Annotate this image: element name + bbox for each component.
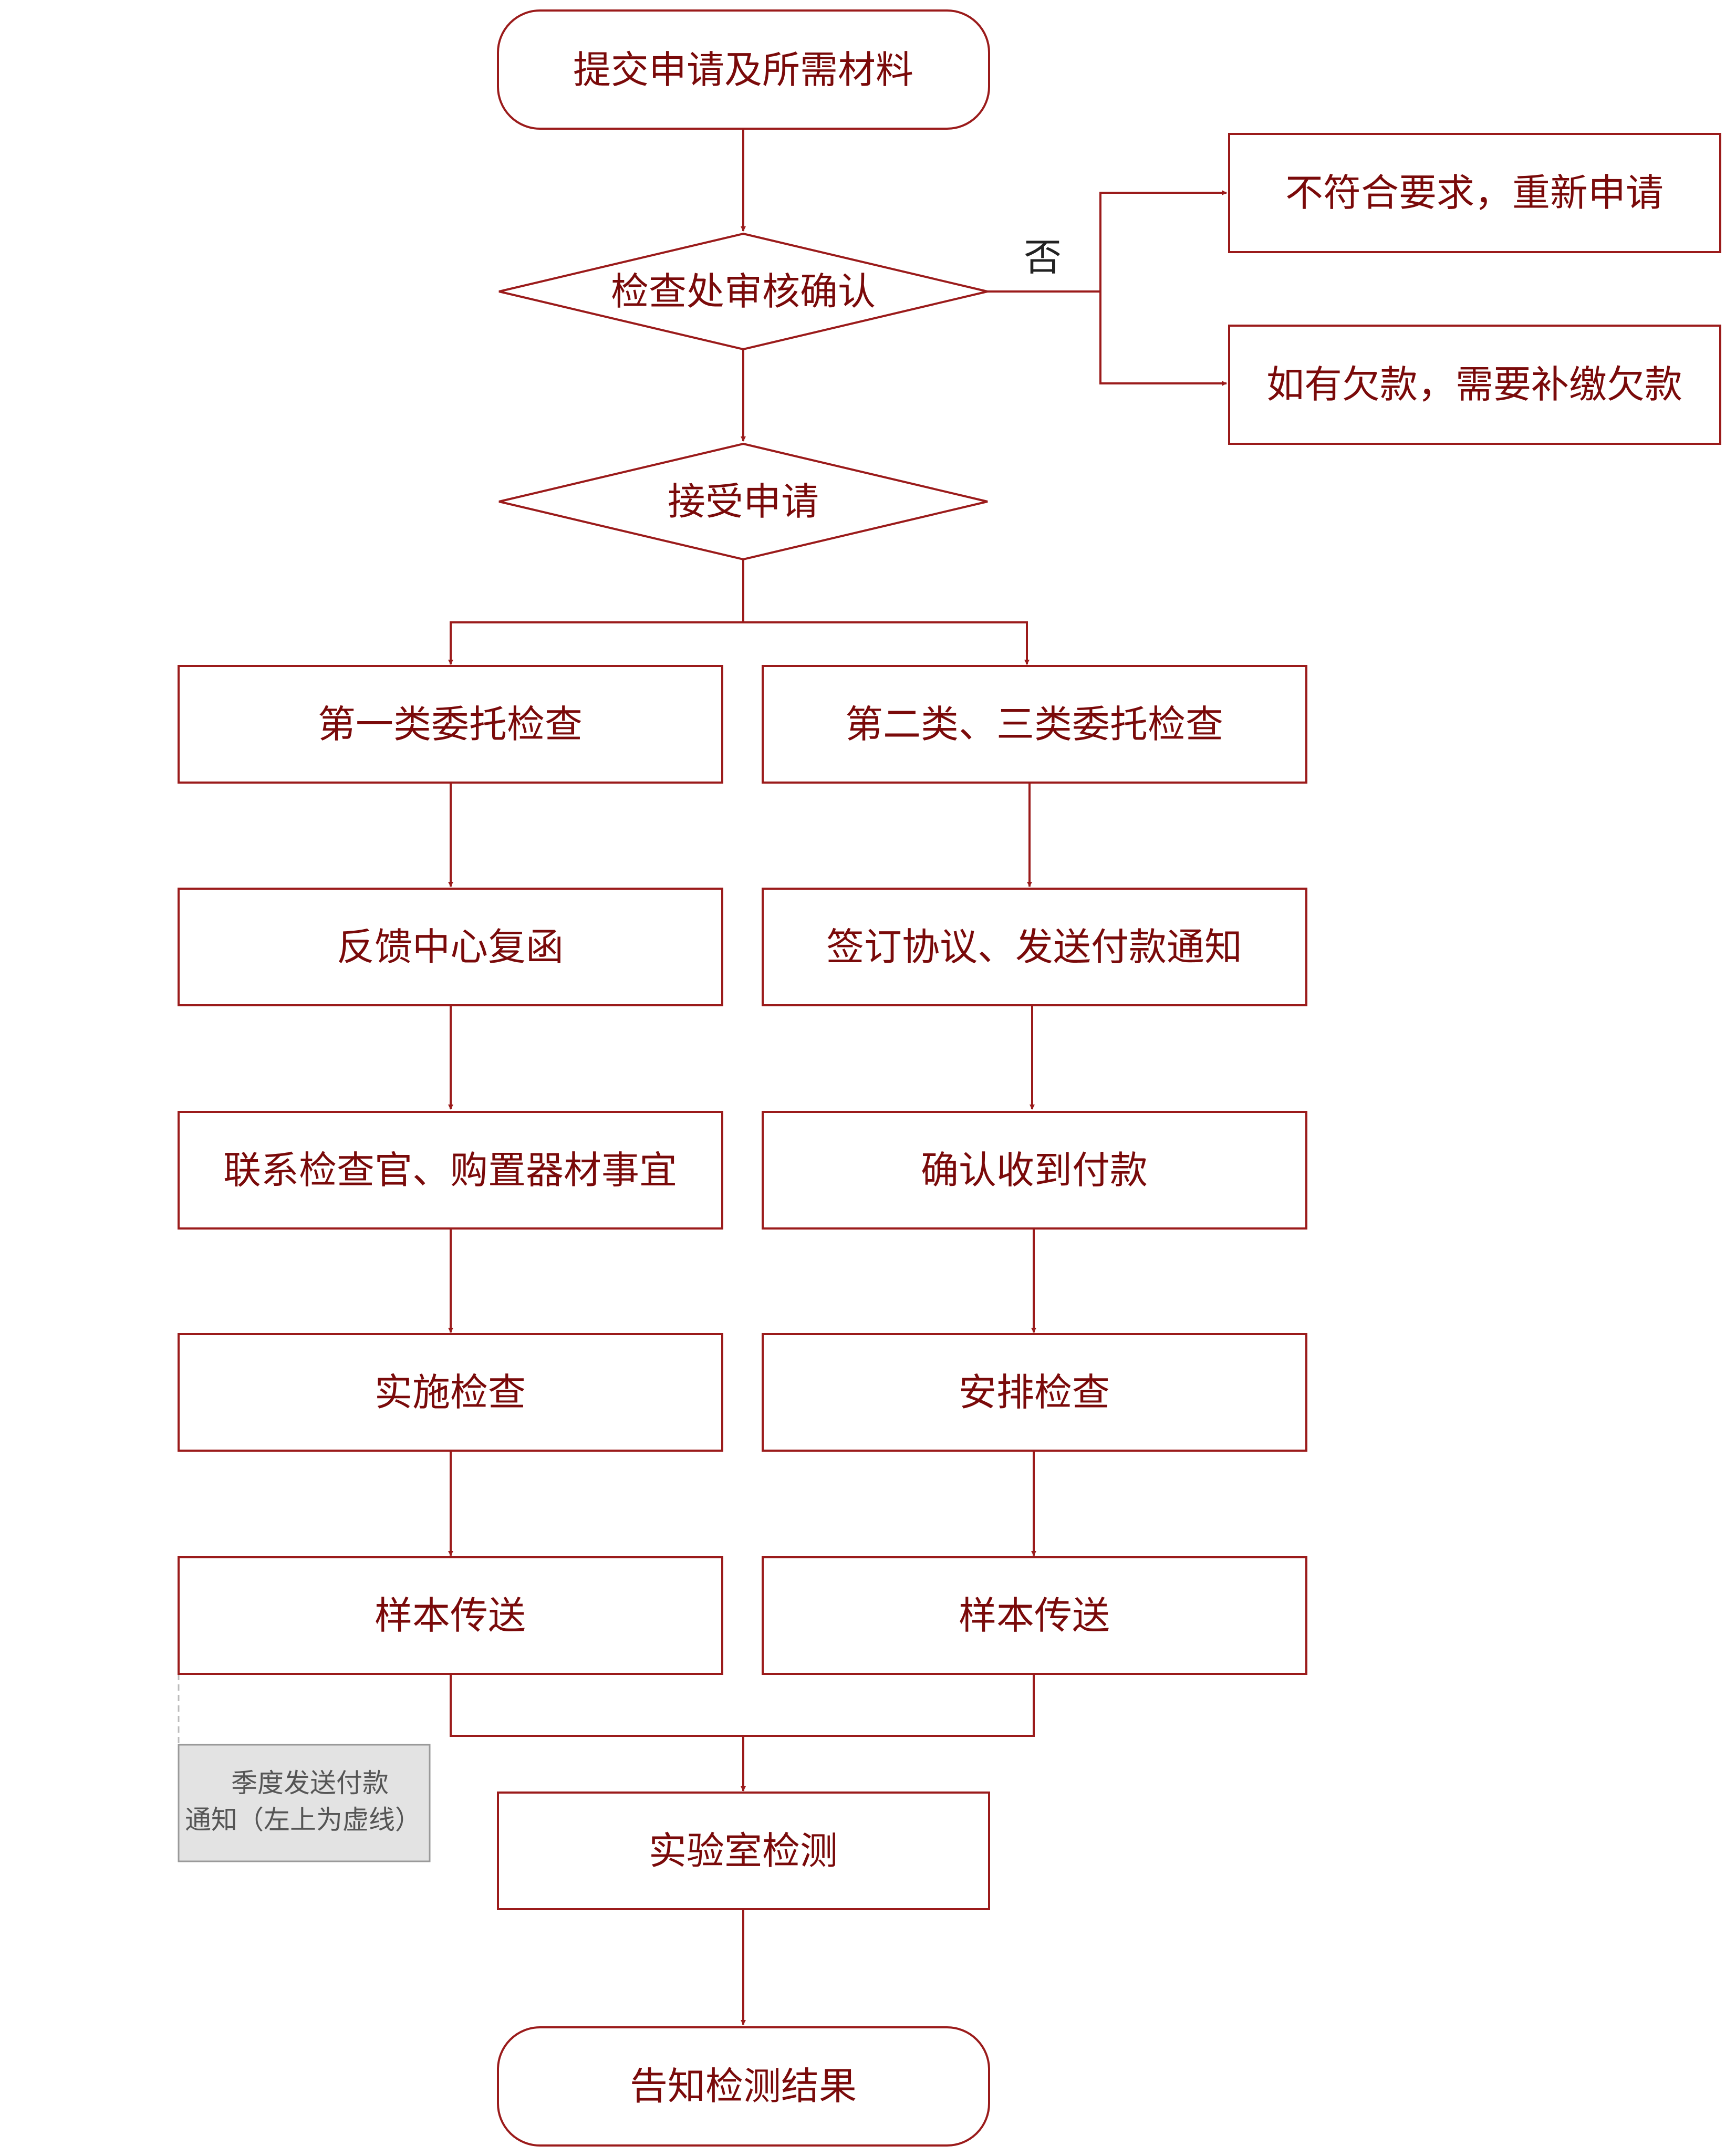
node-right-4 bbox=[762, 1333, 1307, 1452]
node-accept-label: 接受申请 bbox=[668, 480, 819, 524]
node-accept bbox=[498, 442, 988, 561]
edge-merge bbox=[450, 1674, 1035, 1737]
node-left-5-label: 样本传送 bbox=[375, 1593, 526, 1638]
node-start-label: 提交申请及所需材料 bbox=[573, 48, 913, 92]
edge-split-left bbox=[448, 621, 743, 665]
node-left-3-label: 联系检查官、购置器材事宜 bbox=[223, 1148, 677, 1192]
node-reject2-label: 如有欠款，需要补缴欠款 bbox=[1266, 362, 1682, 407]
node-lab bbox=[497, 1792, 990, 1910]
note-box bbox=[178, 1744, 431, 1862]
node-left-2-label: 反馈中心复函 bbox=[337, 925, 564, 969]
node-review-label: 检查处审核确认 bbox=[611, 269, 876, 314]
node-right-2 bbox=[762, 888, 1307, 1006]
edge-label-no: 否 bbox=[1024, 235, 1062, 279]
note-line2: 通知（左上为虚线） bbox=[185, 1805, 421, 1835]
node-right-5 bbox=[762, 1556, 1307, 1675]
node-left-4-label: 实施检查 bbox=[375, 1370, 526, 1414]
node-review bbox=[498, 232, 988, 351]
node-lab-label: 实验室检测 bbox=[649, 1829, 838, 1873]
edge-review-reject2 bbox=[1099, 291, 1227, 386]
node-reject1-label: 不符合要求，重新申请 bbox=[1285, 171, 1664, 215]
node-end-label: 告知检测结果 bbox=[630, 2064, 857, 2108]
node-left-2 bbox=[178, 888, 723, 1006]
node-end bbox=[497, 2026, 990, 2147]
node-left-3 bbox=[178, 1111, 723, 1230]
node-right-4-label: 安排检查 bbox=[959, 1370, 1110, 1414]
node-start bbox=[497, 9, 990, 130]
node-left-1 bbox=[178, 665, 723, 784]
node-right-3 bbox=[762, 1111, 1307, 1230]
node-left-5 bbox=[178, 1556, 723, 1675]
node-right-5-label: 样本传送 bbox=[959, 1593, 1110, 1638]
node-right-1-label: 第二类、三类委托检查 bbox=[845, 702, 1223, 746]
node-left-4 bbox=[178, 1333, 723, 1452]
node-right-2-label: 签订协议、发送付款通知 bbox=[826, 925, 1242, 969]
node-reject1 bbox=[1228, 133, 1721, 253]
node-reject2 bbox=[1228, 325, 1721, 445]
note-line1: 季度发送付款 bbox=[231, 1768, 389, 1798]
edge-split-right bbox=[743, 621, 1030, 665]
edge-review-reject1 bbox=[987, 190, 1227, 293]
node-left-1-label: 第一类委托检查 bbox=[318, 702, 583, 746]
node-right-3-label: 确认收到付款 bbox=[921, 1148, 1148, 1192]
node-right-1 bbox=[762, 665, 1307, 784]
